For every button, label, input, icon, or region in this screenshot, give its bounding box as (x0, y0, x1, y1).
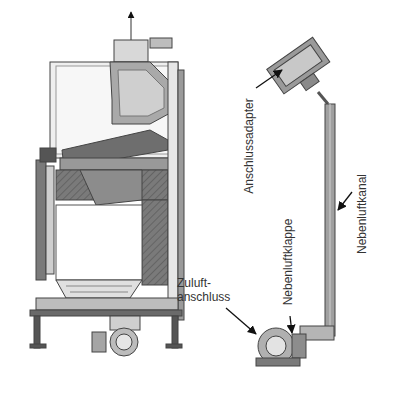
leader-arrows (226, 70, 352, 334)
fireplace-insert (30, 12, 184, 356)
callout-label: Anschlussadapter (242, 98, 256, 193)
callout-label: Zuluft- anschluss (177, 276, 239, 304)
callout-label: Nebenluftkanal (355, 174, 369, 254)
secondary-air-duct-kit (256, 37, 336, 366)
callout-label: Nebenluftklappe (281, 219, 295, 306)
